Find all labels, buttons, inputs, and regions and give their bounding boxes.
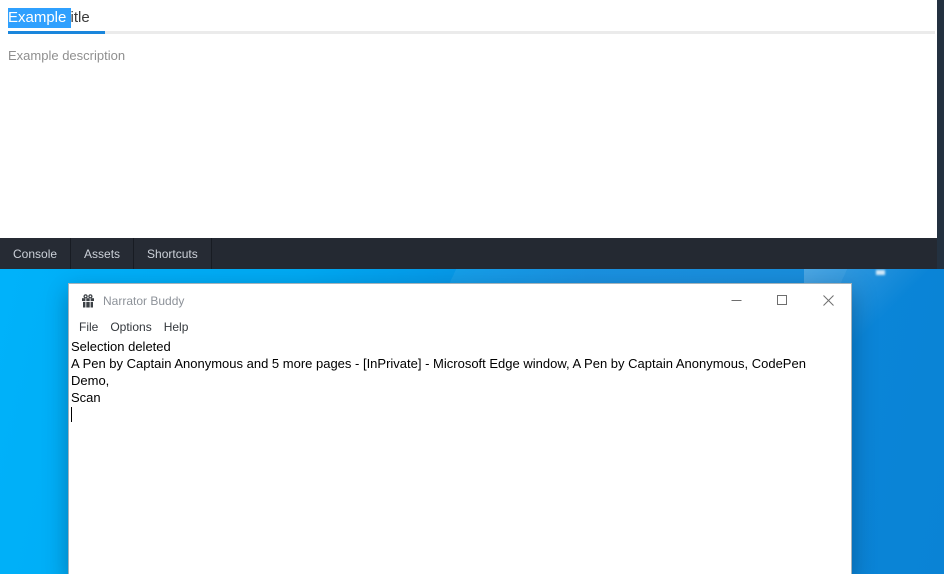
title-underline-track (8, 31, 935, 34)
window-controls (713, 284, 851, 317)
pen-title-selected-text: Example (8, 8, 71, 28)
narration-line: Demo, (71, 373, 110, 388)
narration-log[interactable]: Selection deleted A Pen by Captain Anony… (69, 336, 851, 422)
narration-line: A Pen by Captain Anonymous and 5 more pa… (71, 356, 806, 371)
close-button[interactable] (805, 284, 851, 317)
desktop-wallpaper: Narrator Buddy (0, 269, 944, 574)
menu-help[interactable]: Help (163, 319, 189, 334)
window-titlebar[interactable]: Narrator Buddy (69, 284, 851, 317)
wallpaper-glint (876, 270, 885, 275)
pen-title-field[interactable]: Example itle (8, 7, 90, 28)
menu-options[interactable]: Options (110, 319, 152, 334)
minimize-button[interactable] (713, 284, 759, 317)
gift-app-icon (81, 293, 95, 308)
tab-console[interactable]: Console (0, 238, 72, 269)
right-edge-strip (937, 0, 944, 269)
maximize-button[interactable] (759, 284, 805, 317)
narration-line: Scan (71, 390, 101, 405)
pen-title-rest-text: itle (70, 9, 90, 26)
narrator-buddy-window: Narrator Buddy (68, 283, 852, 574)
title-underline-accent (8, 31, 105, 34)
window-menubar: File Options Help (69, 317, 851, 336)
tab-assets[interactable]: Assets (71, 238, 135, 269)
window-title: Narrator Buddy (103, 293, 185, 308)
menu-file[interactable]: File (79, 319, 99, 334)
tab-shortcuts[interactable]: Shortcuts (134, 238, 212, 269)
pen-details-pane: Example itle Example description (0, 0, 944, 238)
text-caret (71, 407, 72, 422)
pen-description-field[interactable]: Example description (8, 48, 126, 63)
console-tab-bar: Console Assets Shortcuts (0, 238, 944, 269)
narration-line: Selection deleted (71, 339, 171, 354)
